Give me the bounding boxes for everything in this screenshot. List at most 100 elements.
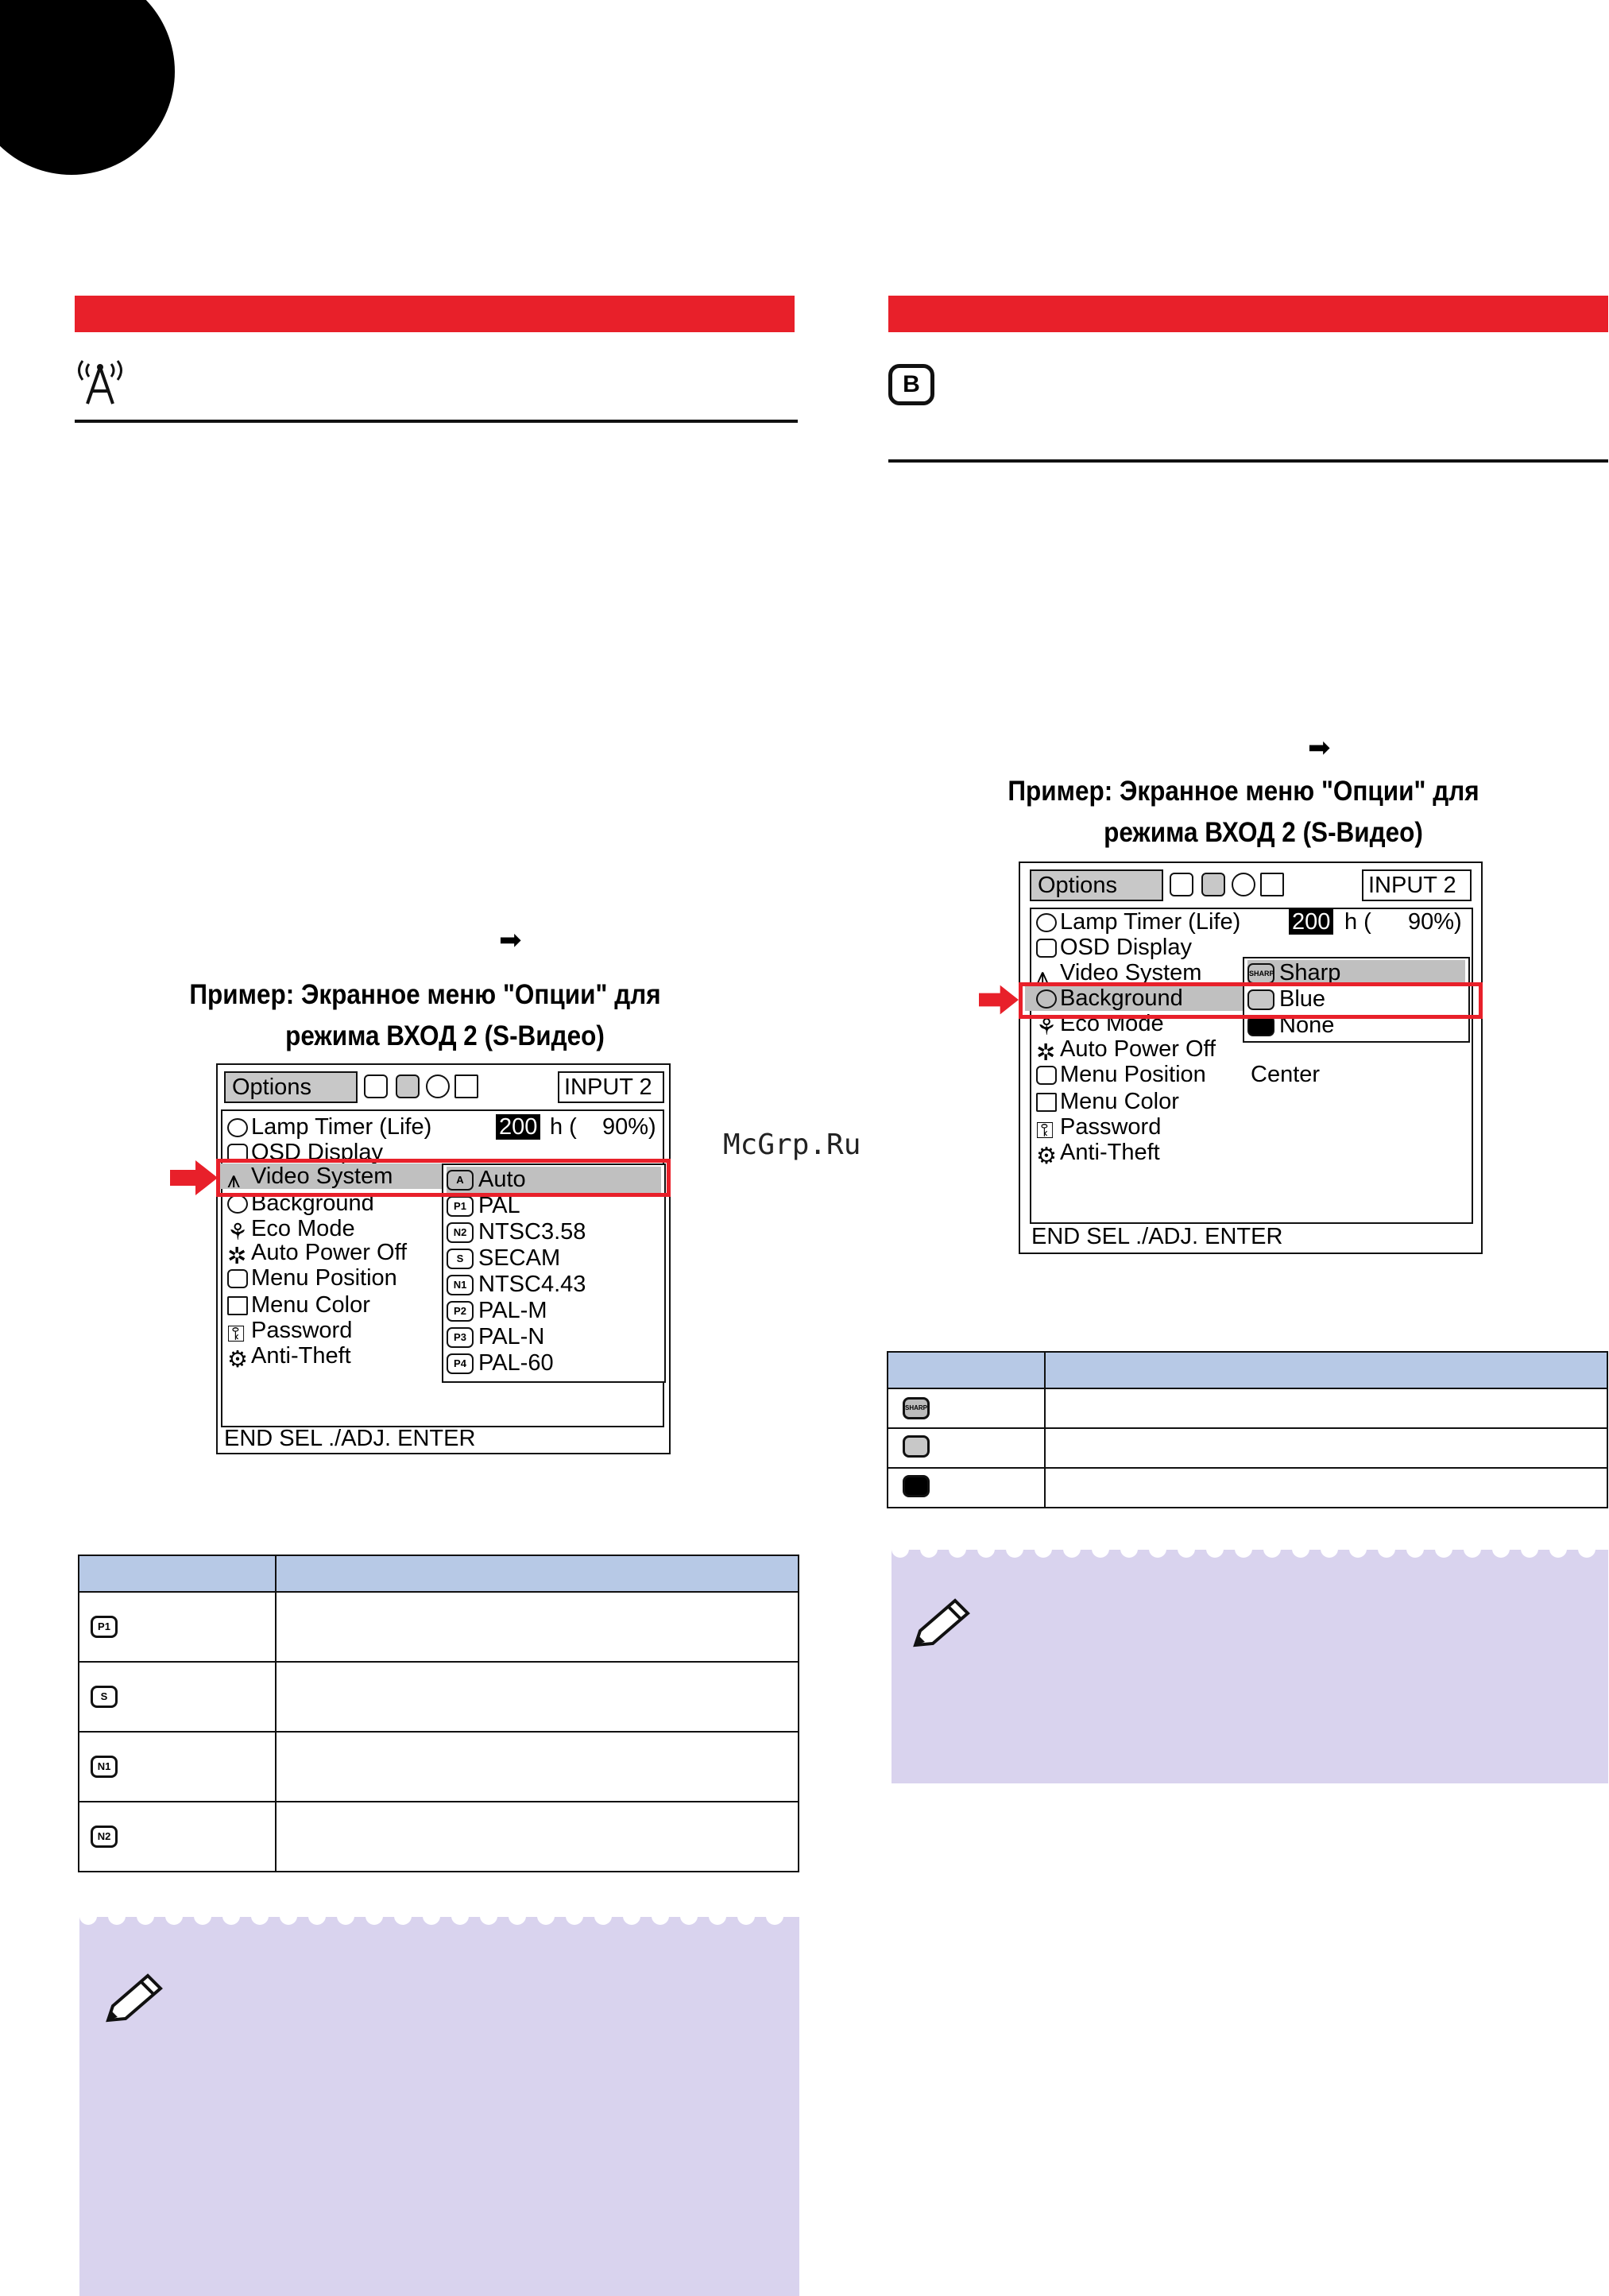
table-header-cell (887, 1351, 1046, 1389)
osd-footer: END SEL ./ADJ. ENTER (224, 1426, 476, 1451)
key-icon: ⚿ (227, 1322, 246, 1348)
menu-position-icon (227, 1269, 248, 1289)
page-corner-tab (0, 0, 175, 175)
power-off-icon: ✲ (1036, 1040, 1056, 1067)
right-caption-line1: Пример: Экранное меню "Опции" для (1008, 776, 1479, 807)
table-cell (887, 1427, 1046, 1469)
none-badge-icon (903, 1474, 930, 1497)
left-note-box (79, 1907, 799, 2296)
code-badge-icon: N2 (91, 1826, 118, 1848)
background-icon (1036, 989, 1057, 1009)
menu-item-video-system[interactable]: ⩚Video System (1036, 960, 1202, 990)
lamp-timer-row: Lamp Timer (Life) (227, 1114, 431, 1140)
table-cell (1044, 1388, 1608, 1429)
blue-badge-icon (903, 1435, 930, 1458)
red-pointer-arrow (170, 1160, 218, 1199)
lamp-unit: h ( (550, 1114, 577, 1140)
windows-tab-icon[interactable] (454, 1074, 478, 1098)
arrow-right-icon: ➡ (1308, 733, 1331, 763)
lamp-hours-value: 200 (496, 1114, 541, 1140)
background-b-icon: B (888, 364, 934, 405)
windows-tab-icon[interactable] (1260, 873, 1284, 896)
options-tab[interactable]: Options (1030, 869, 1163, 901)
lamp-unit: h ( (1344, 909, 1371, 935)
lamp-timer-row: Lamp Timer (Life) (1036, 909, 1240, 935)
submenu-option[interactable]: Blue (1247, 986, 1465, 1012)
menu-item-auto-power-off[interactable]: ✲Auto Power Off (227, 1240, 408, 1270)
menu-panel (1030, 908, 1473, 1224)
code-badge-icon: S (91, 1686, 118, 1708)
lamp-timer-icon (227, 1118, 248, 1138)
background-icon (227, 1194, 248, 1214)
watermark: McGrp.Ru (723, 1129, 861, 1161)
table-cell (275, 1801, 799, 1872)
pencil-icon (909, 1596, 976, 1655)
power-off-icon: ✲ (227, 1244, 247, 1270)
picture-tab-icon[interactable] (1170, 873, 1193, 896)
lamp-timer-label: Lamp Timer (Life) (1060, 909, 1241, 935)
lamp-timer-icon (1036, 913, 1057, 933)
left-caption-line1: Пример: Экранное меню "Опции" для (189, 979, 661, 1010)
right-note-box (892, 1540, 1608, 1783)
menu-item-osd-display[interactable]: OSD Display (1036, 935, 1192, 960)
speech-tab-icon[interactable] (1232, 873, 1255, 896)
right-caption-line2: режима ВХОД 2 (S-Видео) (1104, 817, 1423, 848)
left-osd-screen: Options INPUT 2 Lamp Timer (Life) 200 h … (216, 1063, 671, 1454)
right-section-bar (888, 296, 1608, 332)
code-badge-icon: P1 (91, 1616, 118, 1638)
right-highlight-frame (1019, 982, 1483, 1019)
table-cell: N2 (78, 1801, 277, 1872)
picture-tab-icon[interactable] (364, 1074, 388, 1098)
menu-item-password[interactable]: ⚿Password (227, 1318, 353, 1348)
anti-theft-icon: ⚙ (1036, 1144, 1057, 1170)
right-heading-rule (888, 459, 1608, 463)
pencil-icon (102, 1971, 168, 2031)
table-cell (275, 1731, 799, 1802)
menu-item-auto-power-off[interactable]: ✲Auto Power Off (1036, 1036, 1216, 1067)
table-cell: N1 (78, 1731, 277, 1802)
table-cell (275, 1661, 799, 1733)
osd-footer: END SEL ./ADJ. ENTER (1031, 1224, 1283, 1249)
menu-item-menu-position[interactable]: Menu Position (1036, 1062, 1206, 1087)
lamp-percent: 90%) (602, 1114, 656, 1140)
table-header-cell (78, 1555, 277, 1593)
menu-color-icon (227, 1296, 248, 1316)
menu-item-menu-color[interactable]: Menu Color (227, 1292, 370, 1318)
speech-tab-icon[interactable] (426, 1074, 450, 1098)
left-caption-line2: режима ВХОД 2 (S-Видео) (285, 1020, 605, 1051)
left-code-table: P1 S N1 N2 (78, 1555, 799, 1872)
table-cell (1044, 1467, 1608, 1508)
menu-color-icon (1036, 1093, 1057, 1113)
menu-item-menu-position[interactable]: Menu Position (227, 1265, 397, 1291)
antenna-small-icon: ⩚ (1036, 964, 1050, 990)
menu-item-anti-theft[interactable]: ⚙Anti-Theft (1036, 1140, 1160, 1170)
menu-item-password[interactable]: ⚿Password (1036, 1114, 1162, 1144)
table-header-cell (1044, 1351, 1608, 1389)
code-badge-icon: N1 (91, 1756, 118, 1778)
options-tab-icon[interactable] (1201, 873, 1225, 896)
menu-item-eco-mode[interactable]: ⚘Eco Mode (227, 1216, 355, 1246)
leaf-icon: ⚘ (227, 1220, 248, 1246)
table-cell: P1 (78, 1591, 277, 1663)
lamp-timer-label: Lamp Timer (Life) (251, 1114, 432, 1140)
options-tab-icon[interactable] (396, 1074, 420, 1098)
options-tab[interactable]: Options (224, 1071, 358, 1103)
lamp-hours-value: 200 (1289, 909, 1334, 935)
key-icon: ⚿ (1036, 1118, 1054, 1144)
red-pointer-arrow (979, 984, 1019, 1020)
menu-item-anti-theft[interactable]: ⚙Anti-Theft (227, 1343, 351, 1373)
lamp-percent: 90%) (1408, 909, 1462, 935)
menu-item-menu-color[interactable]: Menu Color (1036, 1089, 1179, 1114)
table-cell (1044, 1427, 1608, 1469)
